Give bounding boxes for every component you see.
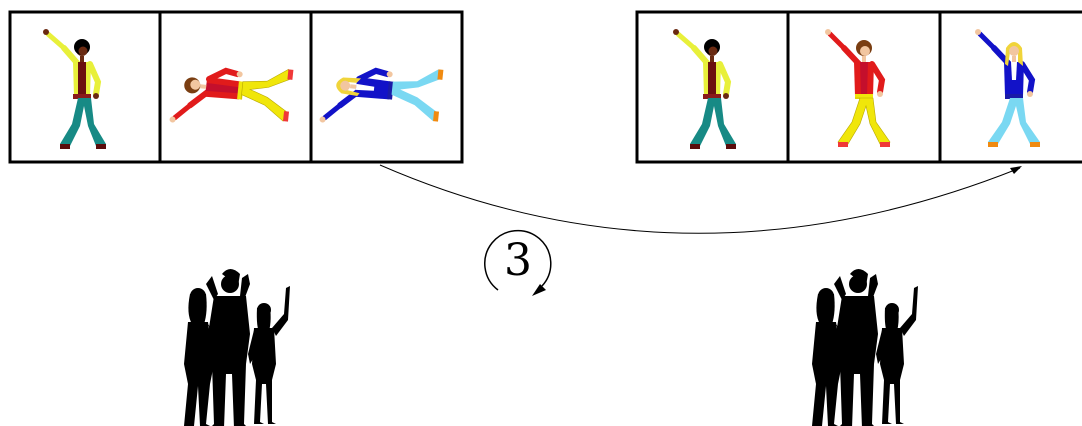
transition-arrow [379,164,1021,234]
rotation-marker: 3 [484,229,552,296]
right-panel-strip [635,10,1082,164]
audience-silhouette-left [184,269,290,426]
rotation-number: 3 [504,235,532,286]
counterclockwise-rotation-icon [484,229,552,291]
left-panel-strip [8,10,464,164]
audience-silhouette-right [812,269,918,426]
arrowhead-icon [1010,166,1022,174]
rotation-arrowhead-icon [532,284,546,296]
